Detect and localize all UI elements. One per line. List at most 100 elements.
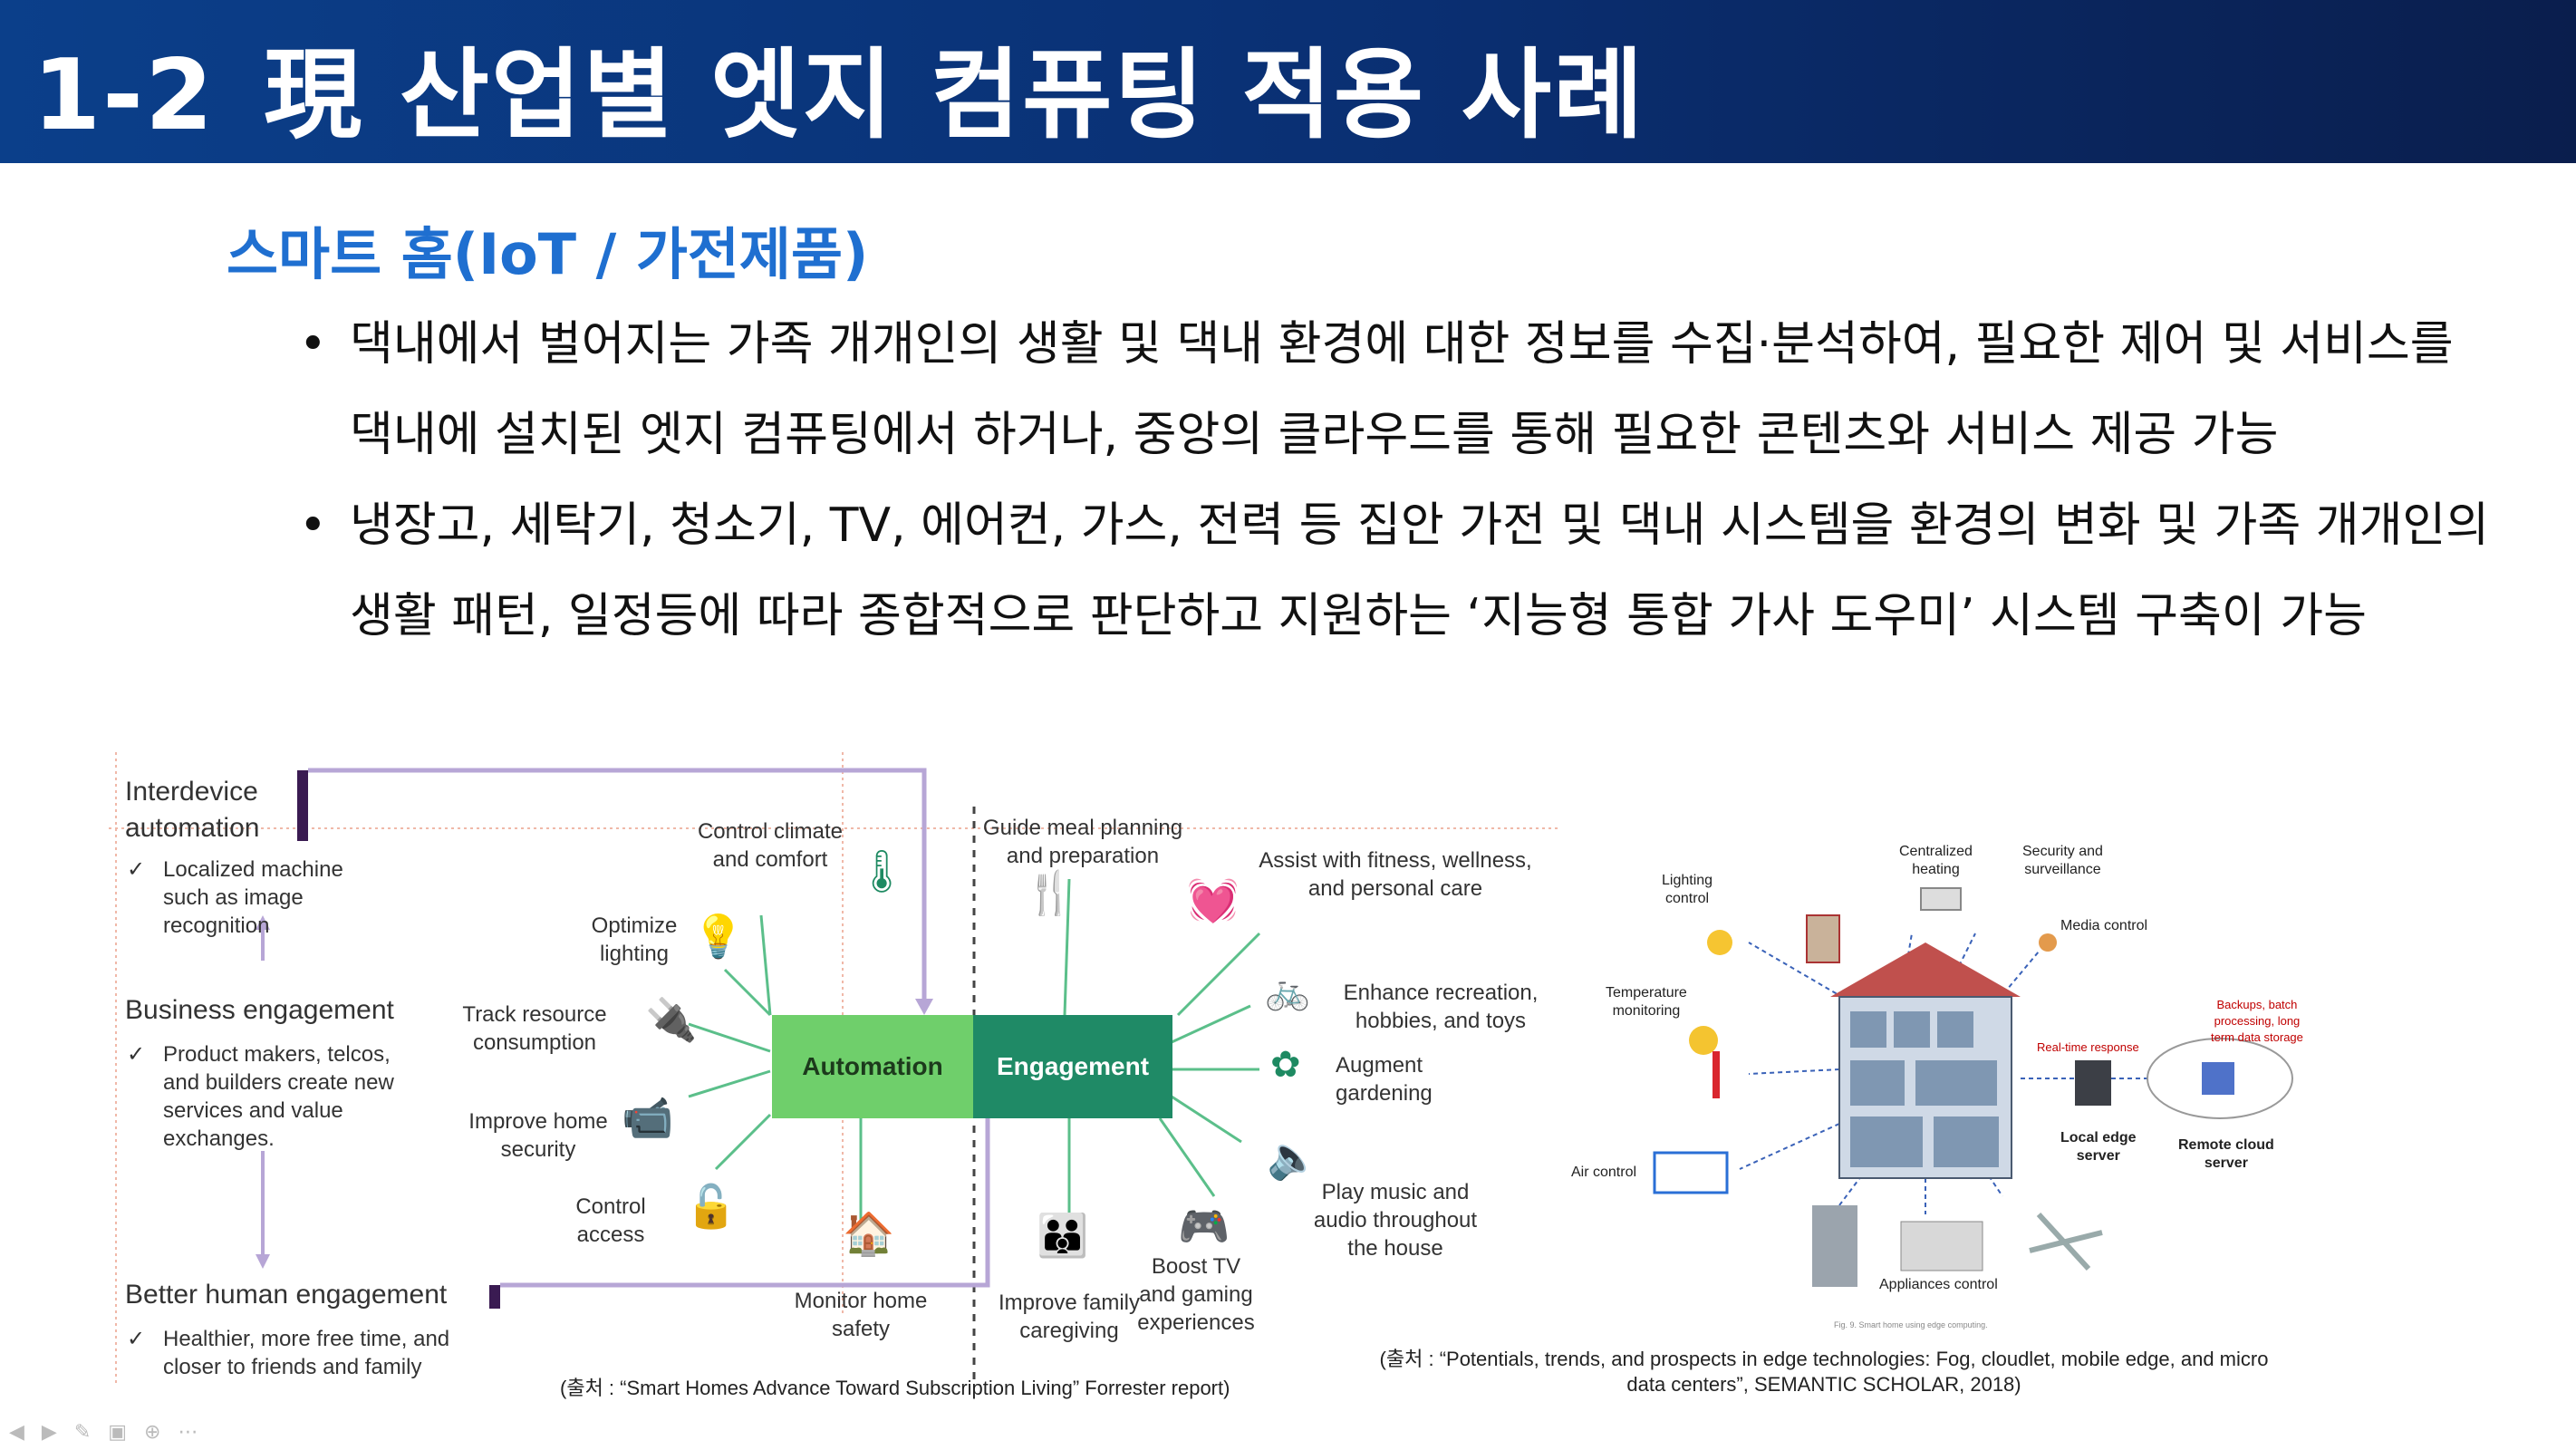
item-line: and gaming (1139, 1282, 1253, 1307)
lock-icon: 🔓 (685, 1182, 738, 1231)
bullet-dot: • (299, 317, 327, 372)
bike-icon: 🚲 (1265, 971, 1310, 1012)
label-line: server (2076, 1148, 2120, 1164)
sun-icon (1689, 1026, 1718, 1055)
item-access: Control access (556, 1193, 665, 1249)
item-line: Track resource (462, 1002, 607, 1027)
spoke (759, 914, 772, 1016)
detail-line: closer to friends and family (163, 1355, 422, 1379)
item-meal: Guide meal planning and preparation (970, 814, 1196, 870)
dashed-link (1739, 1123, 1840, 1170)
bullet-2: 냉장고, 세탁기, 청소기, TV, 에어컨, 가스, 전력 등 집안 가전 및… (350, 480, 2506, 662)
fridge-icon (1812, 1205, 1857, 1287)
media-icon (2039, 933, 2057, 952)
house-room (1934, 1116, 1999, 1167)
item-line: access (576, 1223, 645, 1247)
clock-fork-icon: 🍴 (1024, 868, 1076, 917)
flower-icon: ✿ (1270, 1044, 1301, 1086)
spoke (1158, 1117, 1216, 1197)
database-icon (2202, 1062, 2234, 1095)
family-icon: 👪 (1037, 1211, 1089, 1260)
label-line: Remote cloud (2178, 1137, 2274, 1153)
figure-drawing (1653, 887, 2293, 1287)
label-line: Lighting (1662, 873, 1713, 888)
label-local: Local edge server (2060, 1129, 2137, 1165)
bullet-2-line-2: 생활 패턴, 일정등에 따라 종합적으로 판단하고 지원하는 ‘지능형 통합 가… (350, 589, 2367, 643)
house-room (1937, 1011, 1973, 1048)
spoke (1063, 878, 1071, 1016)
level-human: Better human engagement (125, 1280, 448, 1310)
bullet-2-line-1: 냉장고, 세탁기, 청소기, TV, 에어컨, 가스, 전력 등 집안 가전 및… (350, 498, 2490, 553)
detail-line: and builders create new (163, 1070, 394, 1095)
item-recreation: Enhance recreation, hobbies, and toys (1332, 979, 1549, 1035)
camera-icon (1920, 887, 1962, 911)
item-line: audio throughout (1313, 1208, 1478, 1232)
bulb-icon (1707, 930, 1732, 955)
arrow-head (256, 915, 270, 930)
item-line: Control climate (697, 819, 844, 844)
item-line: and preparation (1006, 844, 1160, 868)
item-line: Monitor home (794, 1289, 928, 1313)
level-business: Business engagement (125, 995, 394, 1025)
spoke (688, 1069, 771, 1098)
label-line: control (1665, 891, 1710, 906)
item-line: hobbies, and toys (1355, 1009, 1527, 1033)
label-remote: Remote cloud server (2178, 1136, 2274, 1173)
spoke (1171, 1095, 1242, 1144)
level-interdevice-detail: Localized machine such as image recognit… (163, 856, 343, 940)
item-tv: Boost TV and gaming experiences (1124, 1252, 1269, 1337)
label-realtime: Real-time response (2037, 1040, 2139, 1054)
house-roof (1830, 942, 2021, 997)
item-garden: Augment gardening (1336, 1051, 1433, 1107)
item-line: Boost TV (1151, 1254, 1241, 1279)
bullet-dot: • (299, 498, 327, 553)
item-line: lighting (599, 942, 670, 966)
shield-house-icon: 🏠 (843, 1209, 895, 1258)
engagement-box: Engagement (973, 1015, 1172, 1118)
item-line: Play music and (1321, 1180, 1470, 1204)
item-line: and personal care (1307, 876, 1483, 901)
caption-left: (출처 : “Smart Homes Advance Toward Subscr… (560, 1377, 1230, 1399)
thermometer-icon (1713, 1051, 1720, 1098)
automation-box: Automation (772, 1015, 973, 1118)
item-line: gardening (1336, 1081, 1433, 1106)
label-appliances: Appliances control (1879, 1277, 1998, 1292)
level-interdevice-title-2: automation (125, 813, 260, 843)
item-line: the house (1347, 1236, 1443, 1261)
label-air: Air control (1571, 1165, 1637, 1180)
detail-line: Localized machine (163, 857, 343, 882)
bullet-1: 댁내에서 벌어지는 가족 개개인의 생활 및 댁내 환경에 대한 정보를 수집·… (350, 299, 2506, 480)
plug-icon: 🔌 (645, 995, 698, 1044)
bullet-1-line-1: 댁내에서 벌어지는 가족 개개인의 생활 및 댁내 환경에 대한 정보를 수집·… (350, 317, 2454, 372)
bullet-1-line-2: 댁내에 설치된 엣지 컴퓨팅에서 하거나, 중앙의 클라우드를 통해 필요한 콘… (350, 408, 2279, 462)
bulb-icon: 💡 (692, 912, 745, 961)
label-line: surveillance (2024, 862, 2101, 877)
dashed-link (1748, 1068, 1840, 1075)
label-line: Temperature (1606, 985, 1687, 1000)
label-line: Centralized (1899, 844, 1973, 859)
slide-nav-controls[interactable]: ◀ ▶ ✎ ▣ ⊕ ⋯ (9, 1421, 204, 1444)
house-room (1850, 1011, 1886, 1048)
label-line: heating (1912, 862, 1960, 877)
check-mark: ✓ (127, 1327, 146, 1351)
detail-line: such as image (163, 885, 304, 910)
spoke (1171, 1004, 1251, 1044)
arrow-head (256, 1254, 270, 1269)
item-safety: Monitor home safety (779, 1287, 942, 1343)
item-line: caregiving (1019, 1319, 1119, 1343)
camera-icon: 📹 (622, 1093, 674, 1142)
item-line: Improve family (998, 1290, 1141, 1315)
label-line: Backups, batch (2216, 998, 2298, 1011)
label-line: monitoring (1612, 1003, 1681, 1019)
item-line: Improve home (468, 1109, 608, 1134)
item-climate: Control climate and comfort (680, 817, 861, 874)
air-vent-icon (1653, 1151, 1729, 1194)
item-fitness: Assist with fitness, wellness, and perso… (1241, 846, 1549, 903)
label-line: processing, long (2214, 1014, 2301, 1028)
speaker-icon: 🔈 (1267, 1133, 1319, 1182)
label-line: Security and (2022, 844, 2103, 859)
spoke (723, 968, 772, 1017)
item-line: and comfort (712, 847, 828, 872)
